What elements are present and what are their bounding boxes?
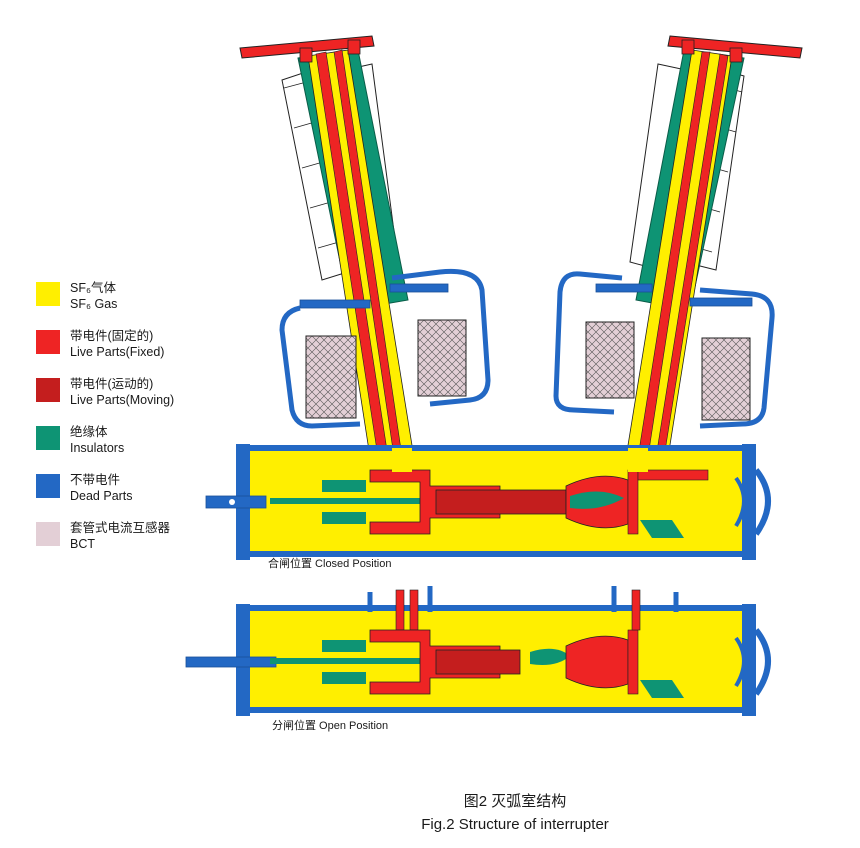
legend-item-bct: 套管式电流互感器 BCT xyxy=(36,520,236,568)
swatch xyxy=(36,522,60,546)
legend-label-en: Insulators xyxy=(70,441,125,455)
legend-item-live-parts-fixed: 带电件(固定的) Live Parts(Fixed) xyxy=(36,328,236,376)
legend-label-cn: 套管式电流互感器 xyxy=(70,521,171,535)
legend-label-en: Dead Parts xyxy=(70,489,133,503)
legend-item-sf6-gas: SF₆气体 SF₆ Gas xyxy=(36,280,236,328)
right-bushing xyxy=(623,35,803,471)
closed-position-label: 合闸位置 Closed Position xyxy=(268,558,392,570)
right-bct-housing xyxy=(553,271,775,429)
swatch xyxy=(36,474,60,498)
legend-label-cn: 不带电件 xyxy=(70,473,121,487)
swatch xyxy=(36,378,60,402)
open-position-label: 分闸位置 Open Position xyxy=(272,720,389,732)
legend-label-cn: 绝缘体 xyxy=(70,425,108,439)
legend-label-en: BCT xyxy=(70,537,95,551)
legend-item-dead-parts: 不带电件 Dead Parts xyxy=(36,472,236,520)
swatch xyxy=(36,282,60,306)
swatch xyxy=(36,330,60,354)
legend-item-live-parts-moving: 带电件(运动的) Live Parts(Moving) xyxy=(36,376,236,424)
legend-label-cn: 带电件(固定的) xyxy=(70,329,154,343)
legend: SF₆气体 SF₆ Gas 带电件(固定的) Live Parts(Fixed)… xyxy=(36,280,236,568)
legend-label-cn: SF₆气体 xyxy=(70,281,117,295)
caption-cn: 图2 灭弧室结构 xyxy=(463,793,567,810)
closed-position-tank xyxy=(205,444,771,560)
legend-label-cn: 带电件(运动的) xyxy=(70,377,154,391)
caption-en: Fig.2 Structure of interrupter xyxy=(421,816,609,833)
left-bct-housing xyxy=(279,268,491,429)
open-position-tank xyxy=(185,586,771,716)
legend-item-insulators: 绝缘体 Insulators xyxy=(36,424,236,472)
legend-label-en: Live Parts(Moving) xyxy=(70,393,175,407)
swatch xyxy=(36,426,60,450)
legend-label-en: Live Parts(Fixed) xyxy=(70,345,165,359)
legend-label-en: SF₆ Gas xyxy=(70,297,118,311)
